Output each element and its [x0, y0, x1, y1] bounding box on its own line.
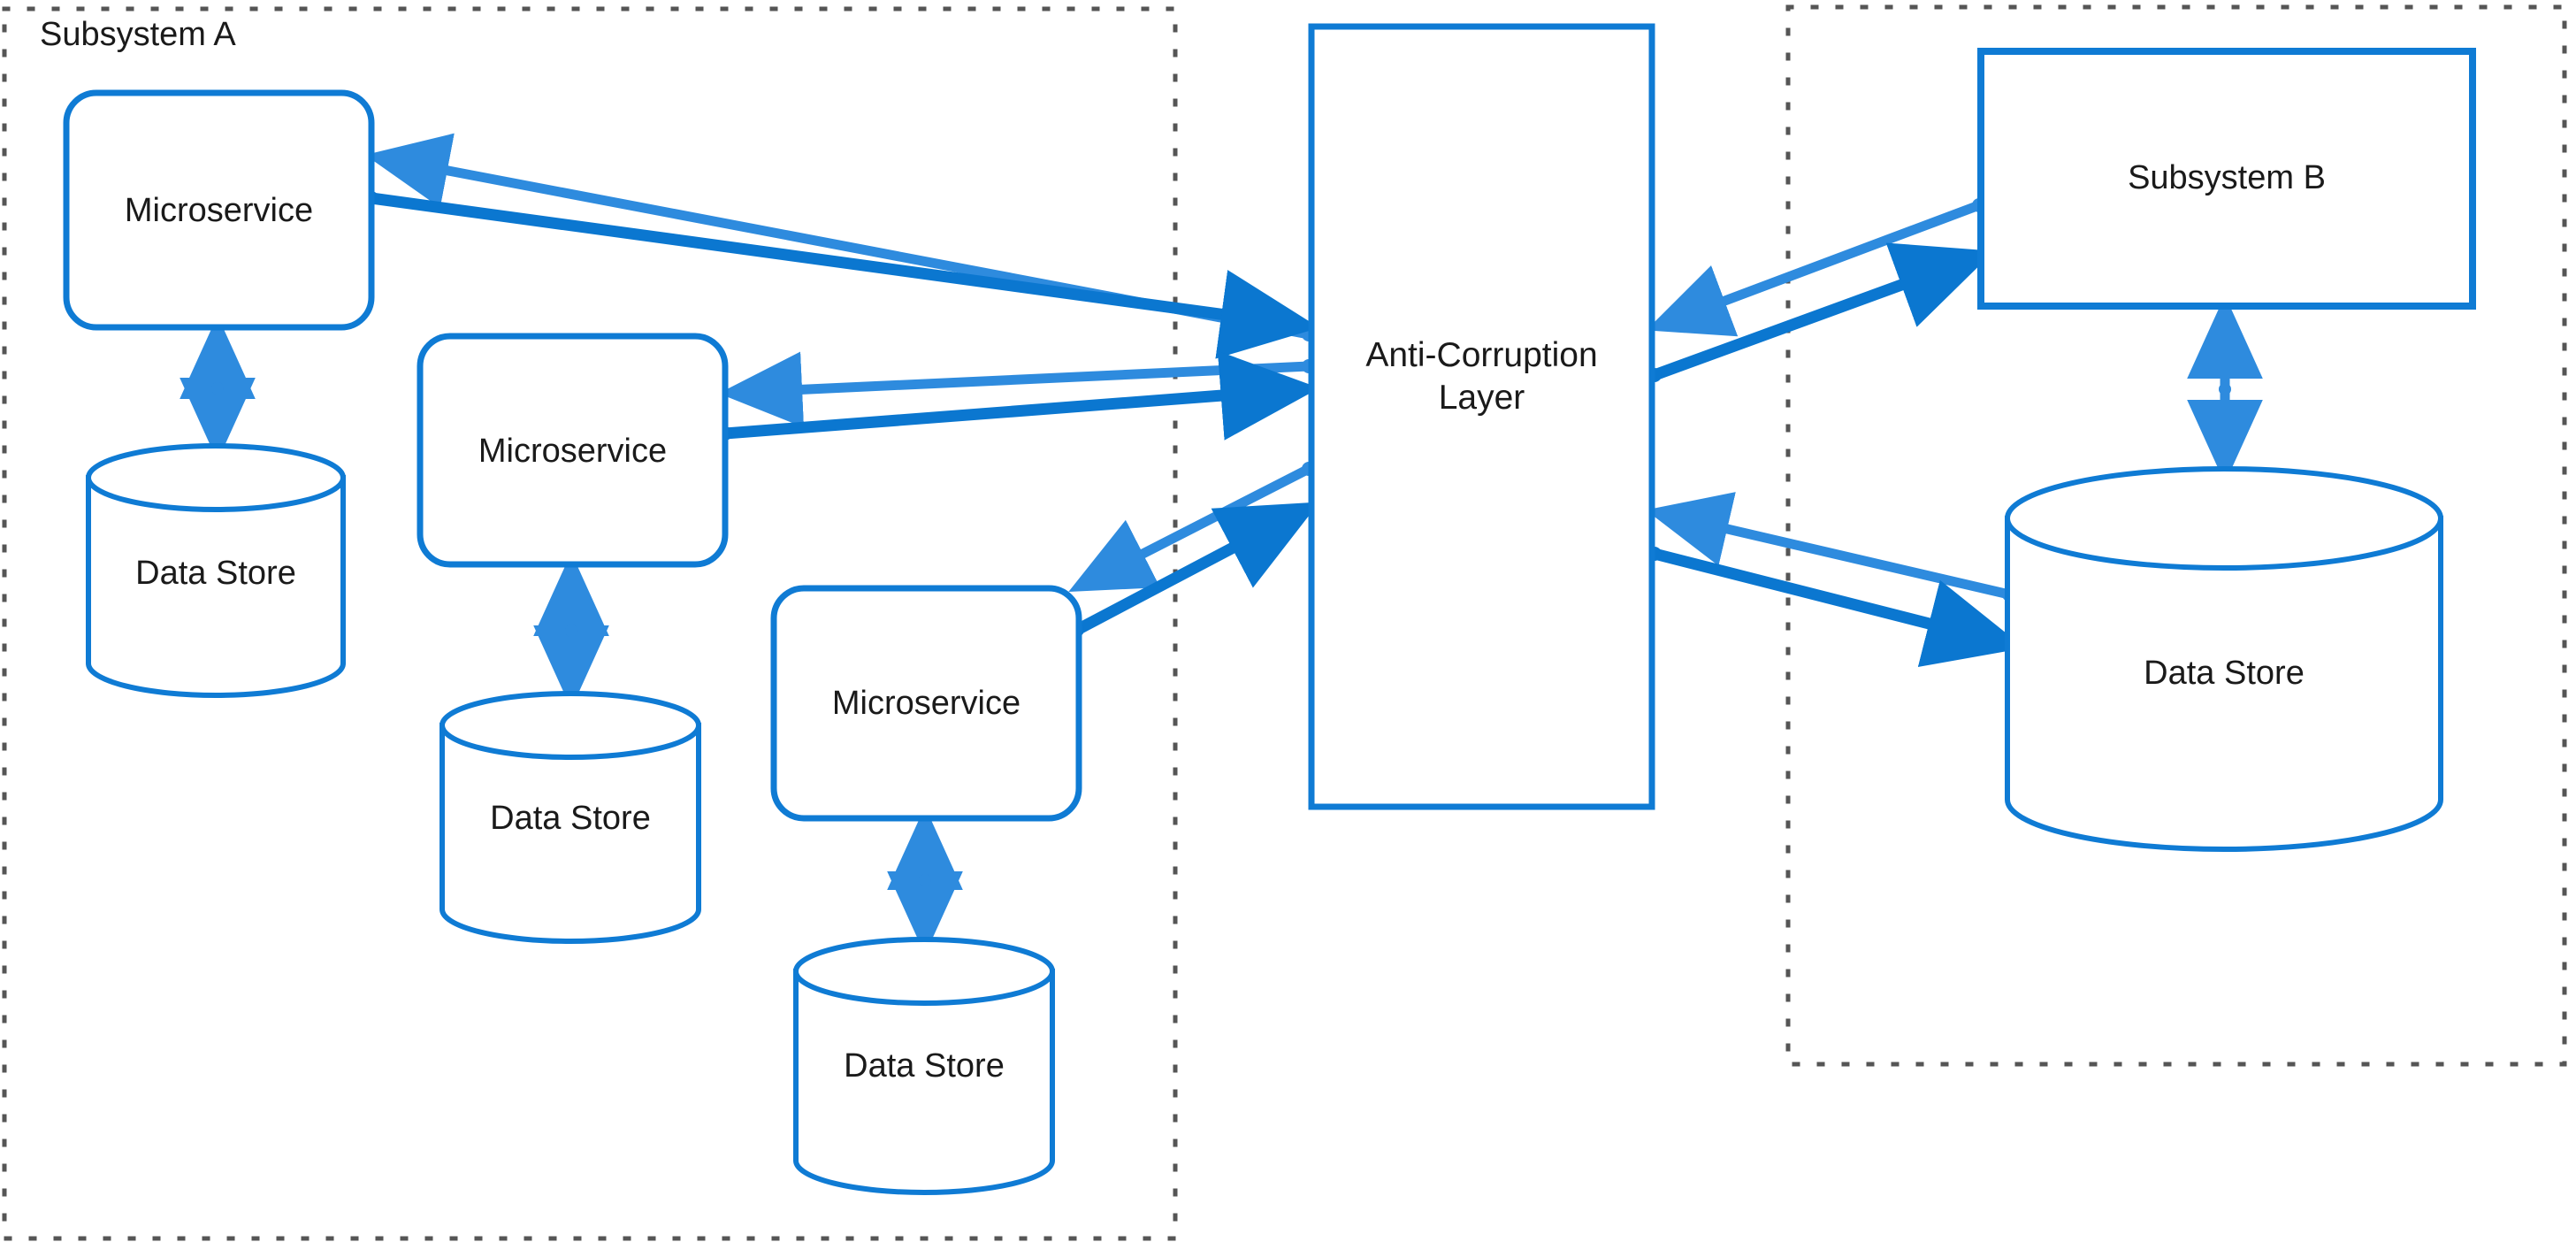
shape-microservice-2[interactable]	[417, 333, 729, 568]
connector-acl-to-subsystem-b	[1647, 242, 1995, 382]
node-anti-corruption-layer[interactable]	[1311, 27, 1652, 807]
node-microservice-3[interactable]	[774, 588, 1079, 818]
shape-subsystem-b[interactable]	[1977, 48, 2476, 310]
shape-data-store-2[interactable]	[440, 691, 701, 944]
node-data-store-b[interactable]	[2007, 469, 2441, 849]
node-subsystem-b[interactable]	[1981, 51, 2473, 306]
connector-microservice-1-to-acl	[364, 191, 1320, 359]
shape-microservice-1[interactable]	[63, 89, 375, 331]
node-data-store-2[interactable]	[442, 694, 699, 942]
node-microservice-2[interactable]	[420, 336, 725, 564]
node-microservice-1[interactable]	[66, 93, 371, 327]
node-data-store-3[interactable]	[796, 939, 1052, 1192]
connector-microservice-3-data-store-3	[887, 806, 963, 955]
shape-microservice-3[interactable]	[770, 585, 1082, 822]
connector-acl-to-data-store-b	[1647, 547, 2025, 668]
connector-acl-to-microservice-2	[718, 351, 1316, 428]
node-data-store-1[interactable]	[88, 447, 343, 694]
connector-microservice-1-data-store-1	[180, 315, 256, 462]
shape-data-store-b[interactable]	[2005, 466, 2443, 852]
connector-subsystem-b-data-store-b	[2187, 295, 2263, 484]
shape-data-store-1[interactable]	[86, 443, 346, 698]
connector-microservice-2-data-store-2	[533, 552, 609, 709]
zone-subsystem-a-border	[2, 6, 1178, 1241]
connector-data-store-b-to-acl	[1645, 492, 2016, 602]
connector-subsystem-b-to-acl	[1646, 198, 1986, 337]
connector-microservice-2-to-acl	[718, 350, 1320, 441]
shape-anti-corruption-layer[interactable]	[1308, 23, 1655, 810]
shape-data-store-3[interactable]	[793, 937, 1055, 1195]
